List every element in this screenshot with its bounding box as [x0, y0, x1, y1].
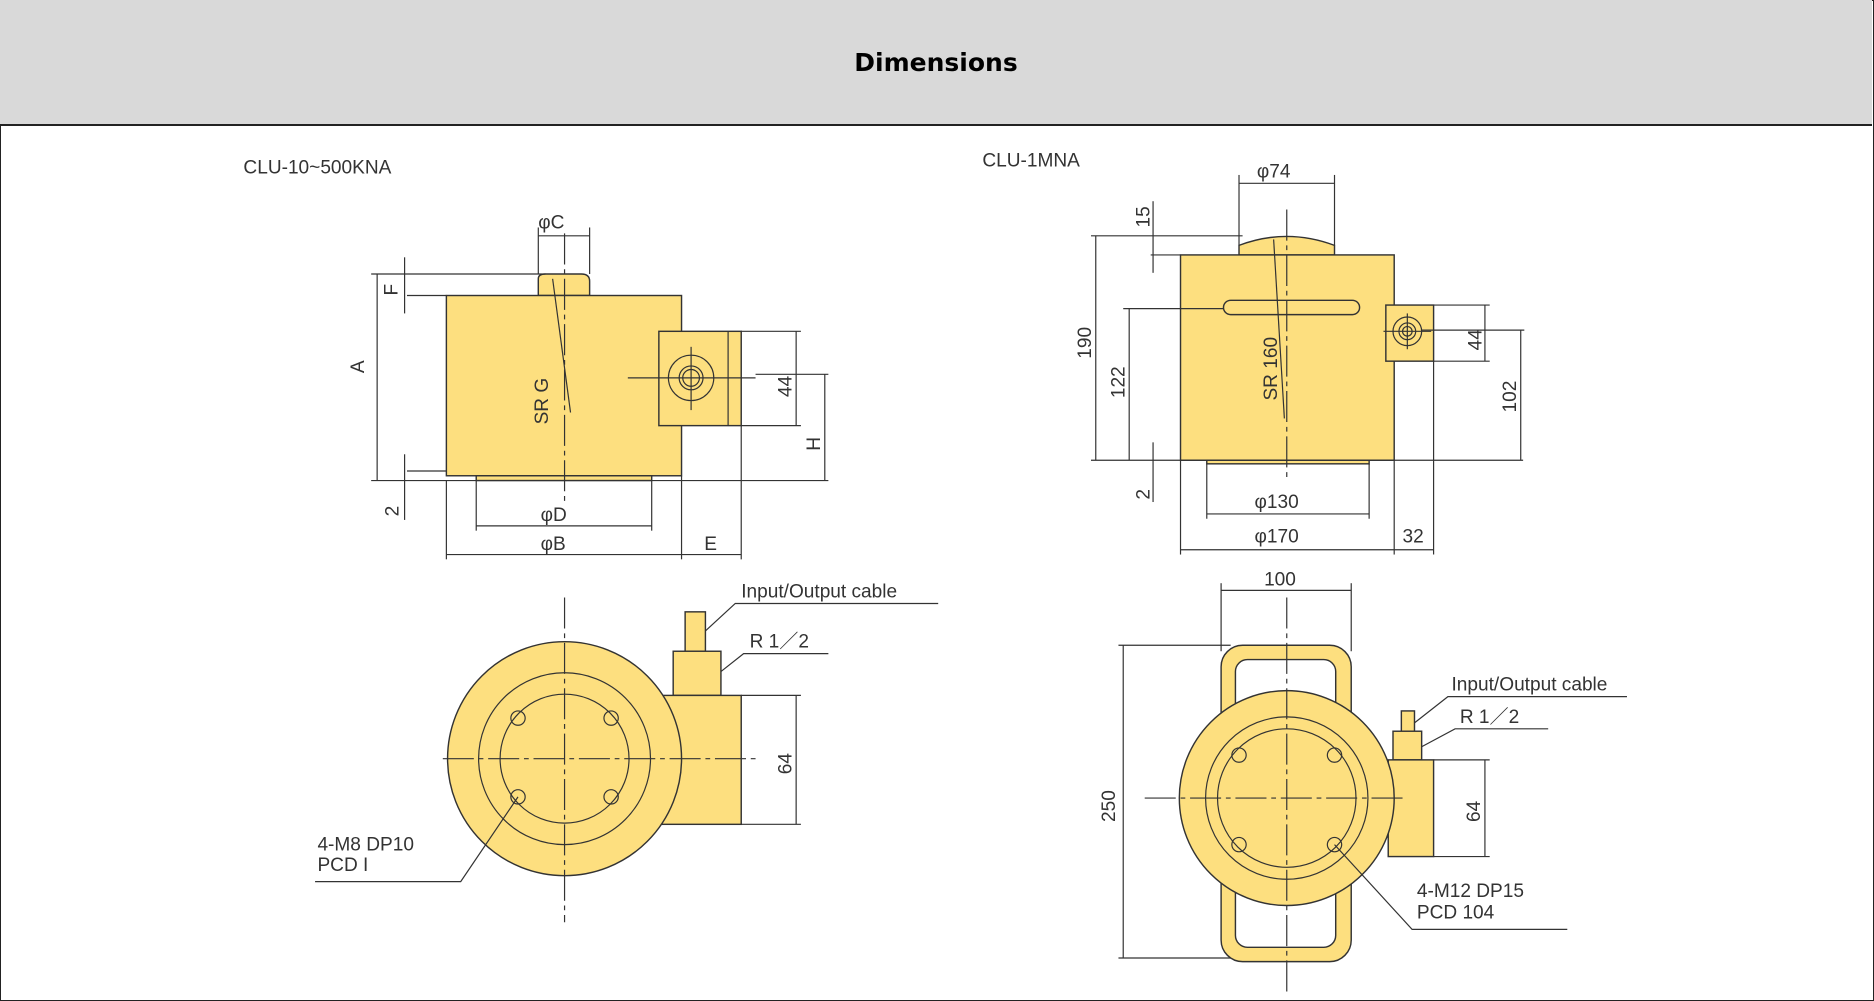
right-connector-block — [1385, 304, 1435, 362]
left-pcd-label: PCD I — [317, 855, 368, 876]
left-side-view: CLU-10~500KNA φC F A 2 SR G 44 H φD — [243, 158, 829, 560]
right-dim-sr160: SR 160 — [1261, 337, 1282, 401]
left-thread-label: R 1／2 — [750, 631, 809, 653]
header-bar: Dimensions — [0, 0, 1872, 126]
right-top-view: 100 250 64 Input/Output cable R 1／2 4-M1… — [1099, 570, 1627, 992]
right-cable-gland — [1392, 730, 1423, 761]
left-dim-phiD: φD — [541, 505, 567, 526]
right-dim-190: 190 — [1075, 327, 1096, 359]
left-dim-F: F — [381, 284, 402, 296]
right-dim-64: 64 — [1464, 800, 1485, 822]
right-dim-122: 122 — [1108, 366, 1129, 398]
left-dim-phiC: φC — [538, 213, 564, 234]
left-cable-label: Input/Output cable — [741, 582, 897, 603]
left-dim-H: H — [804, 437, 825, 451]
right-dim-100: 100 — [1264, 570, 1296, 591]
right-dim-102: 102 — [1500, 381, 1521, 413]
left-cable — [684, 611, 707, 652]
right-pcd-label: PCD 104 — [1417, 903, 1495, 924]
left-top-view: 64 Input/Output cable R 1／2 4-M8 DP10 PC… — [315, 582, 939, 923]
left-dim-A: A — [348, 360, 369, 373]
right-bolt-holes — [1231, 747, 1343, 853]
left-dim-44: 44 — [775, 375, 796, 397]
left-dim-phiB: φB — [541, 534, 566, 555]
right-cable — [1400, 710, 1416, 732]
right-dim-phi170: φ170 — [1255, 527, 1299, 548]
right-dim-2: 2 — [1133, 489, 1154, 500]
right-model-title: CLU-1MNA — [982, 151, 1080, 172]
right-connector-top — [1387, 759, 1435, 858]
page-title: Dimensions — [854, 47, 1018, 77]
left-model-title: CLU-10~500KNA — [243, 158, 391, 179]
right-dim-phi130: φ130 — [1255, 492, 1299, 513]
right-thread-label: R 1／2 — [1460, 706, 1519, 728]
right-dim-44: 44 — [1465, 329, 1486, 351]
left-bolt-holes — [510, 710, 619, 805]
left-holes-label: 4-M8 DP10 — [317, 835, 413, 856]
right-side-view: CLU-1MNA φ74 15 190 122 2 SR 160 44 102 — [982, 151, 1525, 555]
right-dim-250: 250 — [1099, 790, 1120, 822]
right-dim-15: 15 — [1133, 206, 1154, 227]
left-dim-64: 64 — [775, 753, 796, 775]
right-dim-32: 32 — [1403, 527, 1424, 548]
dimension-drawings: CLU-10~500KNA φC F A 2 SR G 44 H φD — [243, 151, 1627, 992]
right-dim-phi74: φ74 — [1257, 161, 1291, 182]
left-dim-E: E — [704, 534, 717, 555]
right-cable-label: Input/Output cable — [1451, 675, 1607, 696]
left-dim-srg: SR G — [532, 378, 553, 425]
left-cable-gland — [672, 650, 722, 697]
right-slot — [1222, 299, 1361, 316]
right-holes-label: 4-M12 DP15 — [1417, 881, 1524, 902]
left-dim-2: 2 — [383, 506, 404, 517]
